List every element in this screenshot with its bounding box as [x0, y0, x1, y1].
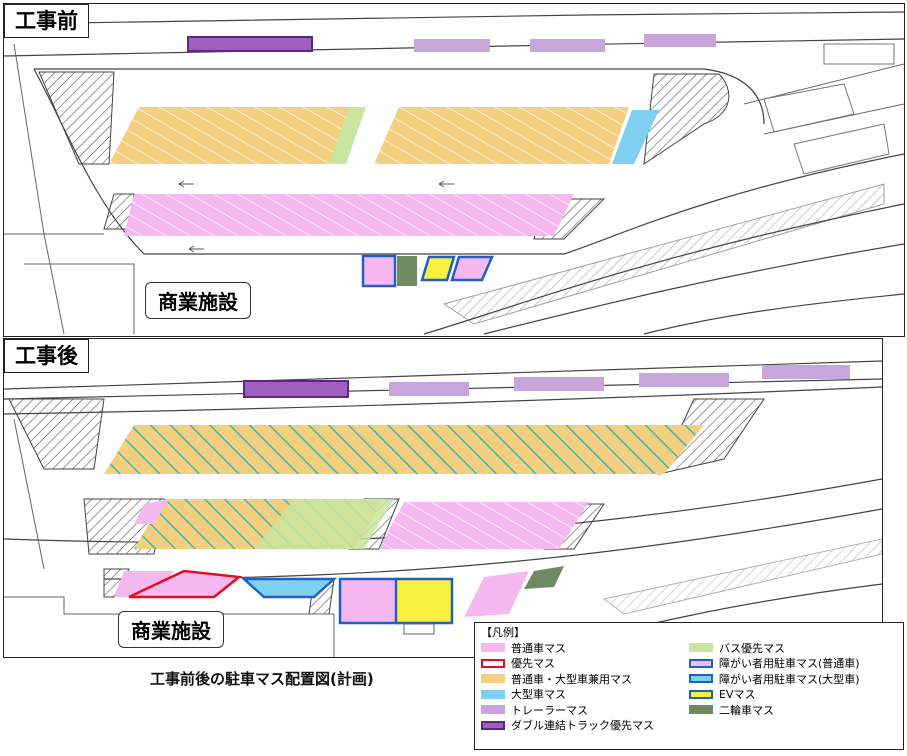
legend-swatch: [481, 658, 505, 668]
legend-swatch: [481, 720, 505, 730]
legend-item: 普通車・大型車兼用マス: [481, 671, 689, 687]
legend-swatch: [481, 705, 505, 715]
after-label: 工事後: [4, 339, 89, 373]
legend-label: 普通車マス: [511, 641, 566, 655]
legend-swatch: [481, 643, 505, 653]
legend-swatch: [689, 643, 713, 653]
legend-item: トレーラーマス: [481, 702, 689, 718]
legend-swatch: [689, 658, 713, 668]
legend-label: 優先マス: [511, 657, 555, 671]
legend-item: EVマス: [689, 687, 897, 703]
legend-label: ダブル連結トラック優先マス: [511, 719, 654, 733]
commercial-facility-label: 商業施設: [145, 282, 251, 319]
legend-swatch: [481, 689, 505, 699]
legend-item: ダブル連結トラック優先マス: [481, 718, 689, 734]
legend-item: 大型車マス: [481, 687, 689, 703]
after-construction-panel: 工事後: [3, 338, 883, 658]
legend-item: 普通車マス: [481, 640, 689, 656]
legend-item: 二輪車マス: [689, 702, 897, 718]
before-map: [4, 11, 904, 335]
legend-label: EVマス: [719, 688, 756, 702]
legend-item: 優先マス: [481, 656, 689, 672]
legend-label: 障がい者用駐車マス(普通車): [719, 657, 860, 671]
legend-label: 障がい者用駐車マス(大型車): [719, 672, 860, 686]
before-construction-panel: 工事前: [3, 3, 905, 337]
legend-label: バス優先マス: [719, 641, 785, 655]
legend-label: トレーラーマス: [511, 703, 588, 717]
legend-label: 普通車・大型車兼用マス: [511, 672, 632, 686]
legend-swatch: [481, 674, 505, 684]
legend-label: 大型車マス: [511, 688, 566, 702]
commercial-facility-label: 商業施設: [118, 611, 224, 648]
before-label: 工事前: [4, 4, 89, 38]
legend-swatch: [689, 689, 713, 699]
legend-swatch: [689, 674, 713, 684]
legend-label: 二輪車マス: [719, 703, 774, 717]
legend-item: 障がい者用駐車マス(大型車): [689, 671, 897, 687]
legend: 【凡例】 普通車マス優先マス普通車・大型車兼用マス大型車マストレーラーマスダブル…: [474, 622, 904, 750]
legend-item: 障がい者用駐車マス(普通車): [689, 656, 897, 672]
legend-title: 【凡例】: [481, 626, 525, 639]
figure-caption: 工事前後の駐車マス配置図(計画): [150, 670, 374, 688]
legend-item: バス優先マス: [689, 640, 897, 656]
legend-swatch: [689, 705, 713, 715]
after-map: [4, 360, 882, 657]
